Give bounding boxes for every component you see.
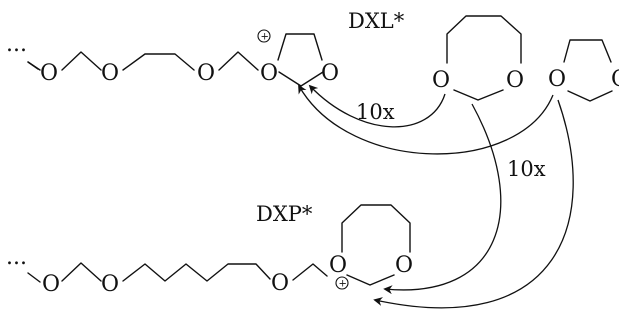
dxl-species-label: DXL* (348, 9, 405, 33)
dxl-chain-oxygen-1: O (40, 61, 58, 86)
ratio-label-lower: 10x (507, 157, 546, 181)
dioxolane-oxygen-left: O (548, 67, 566, 92)
dxp-chain-oxygen-3: O (271, 271, 289, 296)
dioxepane-oxygen-left: O (432, 68, 450, 93)
arrow-dioxolane-to-dxp (373, 99, 574, 309)
dxp-cation-charge: + (335, 276, 349, 290)
dxp-chain-oxygen-2: O (101, 272, 119, 297)
dioxolane-monomer: O O (548, 39, 619, 102)
dxl-chain-bonds (27, 51, 259, 71)
arrow-dioxepane-to-dxl (308, 84, 446, 128)
dioxepane-oxygen-right: O (506, 68, 524, 93)
arrow-dioxolane-to-dxl (298, 84, 554, 155)
svg-text:+: + (339, 279, 347, 290)
dxl-chain-oxygen-3: O (197, 61, 215, 86)
dxl-ring-bonds (277, 33, 324, 87)
dxp-species-label: DXP* (256, 202, 313, 226)
dxl-ring-oxygen: O (321, 61, 339, 86)
dioxolane-oxygen-right: O (611, 67, 619, 92)
dioxepane-monomer: O O (432, 15, 524, 101)
chain-ellipsis-top: ... (6, 32, 27, 57)
dxp-ring-oxonium-oxygen: O (329, 253, 347, 278)
dxl-chain-oxygen-2: O (101, 61, 119, 86)
dxp-chain-oxygen-1: O (42, 272, 60, 297)
dxp-active-chain: ... O O O O O + DXP* (6, 202, 413, 297)
chain-ellipsis-bottom: ... (6, 245, 27, 270)
dxp-ring-oxygen: O (395, 253, 413, 278)
dxl-ring-oxonium-oxygen: O (260, 61, 278, 86)
dioxolane-ring-bonds (563, 39, 613, 102)
dxp-chain-bonds (27, 262, 328, 283)
dxp-ring-bonds (341, 204, 411, 286)
attack-arrows (298, 84, 574, 309)
dioxepane-ring-bonds (446, 15, 522, 101)
ratio-label-upper: 10x (356, 100, 395, 124)
arrow-dioxepane-to-dxp (383, 103, 502, 295)
dxl-cation-charge: + (257, 29, 271, 43)
dxl-active-chain: ... O O O O O + DXL* (6, 9, 405, 87)
svg-text:+: + (261, 32, 269, 43)
